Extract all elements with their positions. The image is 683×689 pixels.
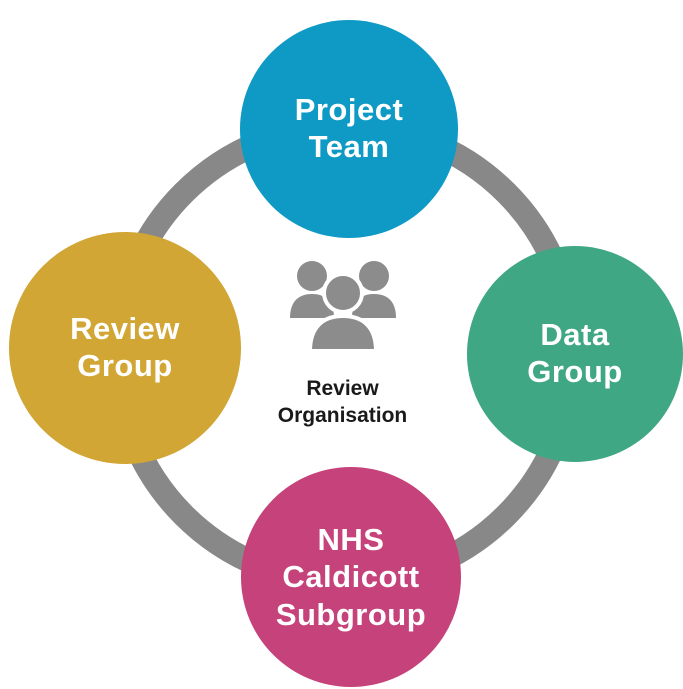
people-group-icon	[290, 261, 396, 351]
center-label: Review Organisation	[277, 377, 408, 428]
review-group-node: Review Group	[9, 232, 241, 464]
project-team-node: Project Team	[240, 20, 458, 238]
project-team-label: Project Team	[294, 92, 404, 164]
data-group-label: Data Group	[527, 317, 623, 389]
nhs-caldicott-subgroup-node: NHS Caldicott Subgroup	[241, 467, 461, 687]
data-group-node: Data Group	[467, 246, 683, 462]
nhs-caldicott-subgroup-label: NHS Caldicott Subgroup	[275, 522, 427, 632]
review-group-label: Review Group	[70, 311, 180, 383]
